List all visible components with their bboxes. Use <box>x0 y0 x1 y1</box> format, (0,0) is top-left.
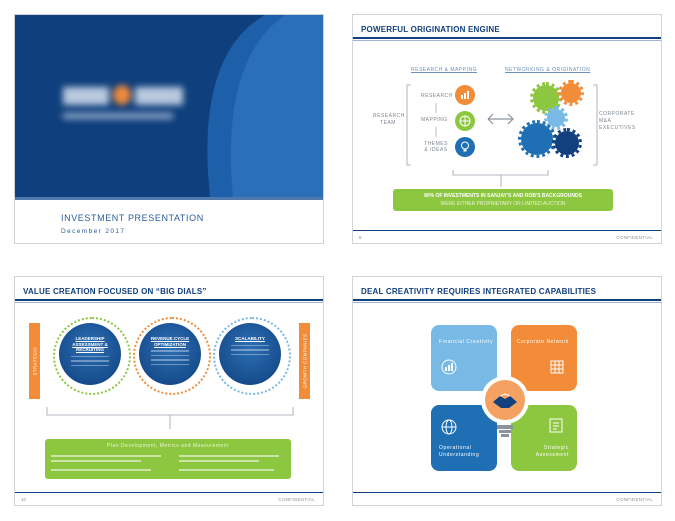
right-side-tab: GROWTH COMPANIES <box>299 323 310 399</box>
page-number: 8 <box>359 235 362 240</box>
corporate-executives-label: CORPORATE M&A EXECUTIVES <box>599 111 636 131</box>
banner-line-1: 80% OF INVESTMENTS IN SANJAY'S AND ROB'S… <box>424 193 582 199</box>
quadrant-financial-creativity: Financial Creativity <box>431 325 497 391</box>
dial-ring-3 <box>213 317 291 395</box>
quadrant-corporate-network: Corporate Network <box>511 325 577 391</box>
confidential-label: CONFIDENTIAL <box>616 497 653 502</box>
research-team-label: RESEARCH TEAM <box>373 113 405 126</box>
dial-leadership: LEADERSHIP ASSESSMENT & RECRUITING <box>59 323 121 385</box>
slide-header: VALUE CREATION FOCUSED ON “BIG DIALS” <box>23 287 207 296</box>
slide-thumbnail-2[interactable]: POWERFUL ORIGINATION ENGINE RESEARCH & M… <box>352 14 662 244</box>
page-number: 10 <box>21 497 27 502</box>
chart-icon <box>441 359 457 375</box>
slide-header: POWERFUL ORIGINATION ENGINE <box>361 25 500 34</box>
dial-bracket <box>46 407 294 429</box>
slide-thumbnail-1[interactable]: INVESTMENT PRESENTATION December 2017 <box>14 14 324 244</box>
confidential-label: CONFIDENTIAL <box>278 497 315 502</box>
lightbulb-icon <box>455 137 475 157</box>
slide-thumbnail-3[interactable]: VALUE CREATION FOCUSED ON “BIG DIALS” ST… <box>14 276 324 506</box>
origination-diagram-lines <box>406 84 598 187</box>
mapping-step-label: MAPPING <box>421 117 448 123</box>
dial-scalability: SCALABILITY <box>219 323 281 385</box>
quadrant-operational-understanding: Operational Understanding <box>431 405 497 471</box>
title-accent-band <box>15 197 323 200</box>
gear-orange-icon <box>558 80 584 106</box>
left-side-tab: STRATEGIC <box>29 323 40 399</box>
header-rule-thin <box>15 302 323 303</box>
company-logo-blurred <box>63 85 183 129</box>
footer-rule <box>353 230 661 231</box>
footer-rule <box>15 492 323 493</box>
globe-icon <box>455 111 475 131</box>
handshake-icon <box>485 380 525 420</box>
gear-blue-icon <box>518 120 556 158</box>
header-rule <box>15 299 323 301</box>
footer-rule <box>353 492 661 493</box>
networking-origination-label: NETWORKING & ORIGINATION <box>505 67 591 73</box>
header-rule-thin <box>353 40 661 41</box>
slide-header: DEAL CREATIVITY REQUIRES INTEGRATED CAPA… <box>361 287 597 296</box>
header-rule-thin <box>353 302 661 303</box>
clipboard-icon <box>549 418 563 433</box>
bulb-base-icon <box>497 425 513 437</box>
investment-stat-banner: 80% OF INVESTMENTS IN SANJAY'S AND ROB'S… <box>393 189 613 211</box>
globe-icon <box>441 419 457 435</box>
gear-lightblue-icon <box>544 106 568 130</box>
dial-revenue-cycle: REVENUE CYCLE OPTIMIZATION <box>139 323 201 385</box>
header-rule <box>353 37 661 39</box>
banner-line-2: WERE EITHER PROPRIETARY OR LIMITED AUCTI… <box>440 201 566 207</box>
header-rule <box>353 299 661 301</box>
research-mapping-label: RESEARCH & MAPPING <box>411 67 477 73</box>
dial-ring-2 <box>133 317 211 395</box>
slide-thumbnail-4[interactable]: DEAL CREATIVITY REQUIRES INTEGRATED CAPA… <box>352 276 662 506</box>
title-background <box>15 15 323 197</box>
presentation-title: INVESTMENT PRESENTATION <box>61 213 204 223</box>
plan-development-title: Plan Development, Metrics and Measuremen… <box>107 443 229 449</box>
research-step-label: RESEARCH <box>421 93 453 99</box>
dial-ring-1 <box>53 317 131 395</box>
chart-icon <box>455 85 475 105</box>
themes-ideas-label: THEMES & IDEAS <box>424 141 448 153</box>
confidential-label: CONFIDENTIAL <box>616 235 653 240</box>
building-icon <box>550 360 564 374</box>
title-arc-graphic <box>207 15 323 197</box>
plan-development-box: Plan Development, Metrics and Measuremen… <box>45 439 291 479</box>
presentation-date: December 2017 <box>61 228 126 235</box>
gear-navy-icon <box>552 128 582 158</box>
